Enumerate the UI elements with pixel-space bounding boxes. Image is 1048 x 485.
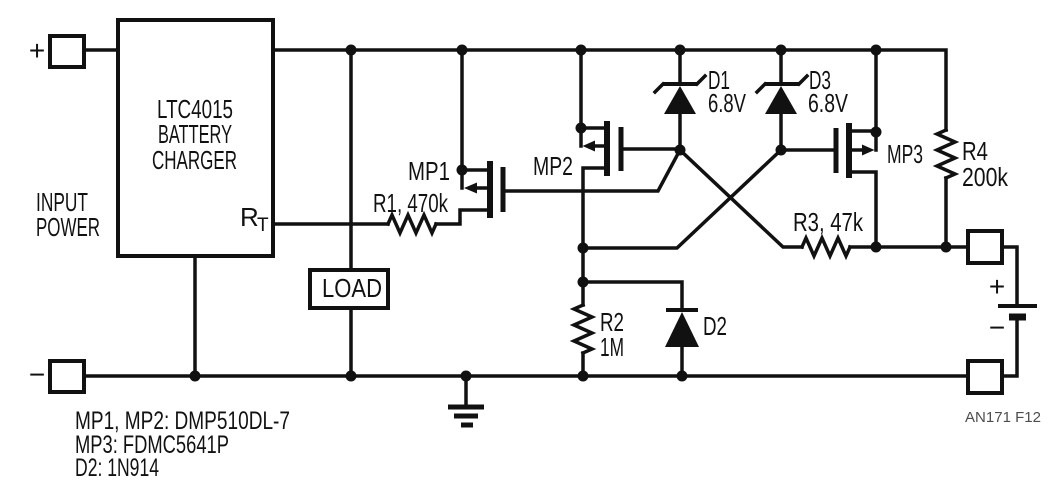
r3-label: R3, 47k	[793, 207, 864, 237]
junction-dot	[870, 241, 882, 253]
resistor-r4-symbol	[932, 127, 960, 181]
junction-dot	[775, 44, 787, 56]
input-minus-sign: −	[29, 359, 45, 390]
junction-dot	[345, 44, 357, 56]
zener-d3-symbol	[754, 73, 810, 114]
junction-dot	[575, 122, 587, 134]
mp2-label: MP2	[533, 151, 573, 181]
d3-name-label: D3	[809, 65, 831, 95]
load-label: LOAD	[322, 273, 382, 303]
input-power-label-line2: POWER	[36, 212, 100, 242]
wire-d1-d3-anodes	[678, 112, 783, 152]
junction-dot	[456, 164, 468, 176]
d1-zener-wings	[652, 73, 708, 95]
d1-value-label: 6.8V	[708, 88, 746, 118]
battery-plus-sign: +	[989, 271, 1005, 302]
r2-value-label: 1M	[600, 332, 624, 362]
wire-d2-branch	[581, 280, 684, 378]
junction-dot	[940, 241, 952, 253]
ltc4015-box	[116, 18, 275, 258]
mp3-body-arrow-icon	[862, 144, 875, 156]
d1-anode-triangle	[664, 86, 696, 114]
battery-terminal-negative	[966, 359, 1004, 395]
load-box	[308, 268, 390, 310]
d3-zener-wings	[754, 73, 810, 95]
d3-value-label: 6.8V	[808, 88, 848, 118]
junction-dot	[189, 370, 201, 382]
rt-pin-subscript: T	[257, 215, 269, 236]
junction-dot	[577, 370, 589, 382]
wire-mp3-leads	[779, 129, 878, 249]
rt-pin-label: R	[240, 202, 259, 232]
input-terminal-positive	[48, 34, 86, 69]
battery-symbol	[998, 304, 1037, 321]
mp1-label: MP1	[408, 156, 450, 186]
wire-bottom-rail	[82, 250, 970, 406]
junction-dots	[189, 44, 952, 382]
junction-dot	[575, 44, 587, 56]
r4-value-label: 200k	[962, 162, 1009, 192]
junction-dot	[460, 370, 472, 382]
junction-dot	[870, 44, 882, 56]
junction-dot	[674, 144, 686, 156]
zener-d1-symbol	[652, 73, 708, 114]
wire-cross-right	[581, 147, 784, 250]
resistor-r3-symbol	[799, 233, 853, 261]
mosfet-mp1-symbol	[464, 161, 506, 218]
resistor-r1-symbol	[385, 210, 439, 238]
wire-rt-to-r1	[271, 208, 490, 226]
chip-label-line1: LTC4015	[157, 94, 233, 124]
mp3-label: MP3	[887, 139, 923, 169]
d2-anode-triangle	[665, 312, 699, 347]
notes-line-2: MP3: FDMC5641P	[75, 431, 229, 459]
chip-label-line2: BATTERY	[158, 119, 232, 149]
junction-dot	[775, 144, 787, 156]
d2-label: D2	[703, 311, 727, 341]
junction-dot	[577, 242, 589, 254]
input-plus-sign: +	[29, 35, 45, 66]
junction-dot	[577, 276, 589, 288]
r2-name-label: R2	[600, 307, 624, 337]
mp2-body-arrow-icon	[582, 140, 595, 152]
wire-battery-loop	[1000, 245, 1019, 378]
resistor-r2-symbol	[569, 302, 597, 356]
mosfet-mp3-symbol	[833, 123, 875, 178]
mp1-body-arrow-icon	[464, 182, 477, 194]
r4-name-label: R4	[962, 136, 988, 166]
notes-line-1: MP1, MP2: DMP510DL-7	[75, 407, 290, 435]
input-power-label-line1: INPUT	[36, 187, 88, 217]
figure-id-label: AN171 F12	[965, 409, 1041, 426]
junction-dot	[456, 44, 468, 56]
r1-label: R1, 470k	[373, 188, 449, 218]
battery-terminal-positive	[966, 229, 1004, 265]
mosfet-mp2-symbol	[582, 121, 624, 176]
ground-icon	[448, 404, 484, 428]
junction-dot	[870, 126, 882, 138]
notes-line-3: D2: 1N914	[75, 454, 159, 482]
wire-top-rail	[82, 48, 948, 249]
wire-mp2-leads	[579, 126, 682, 307]
junction-dot	[345, 370, 357, 382]
input-terminal-negative	[48, 359, 86, 394]
junction-dot	[676, 370, 688, 382]
wire-rail-taps	[349, 48, 878, 378]
battery-minus-sign: −	[989, 312, 1005, 343]
junction-dot	[674, 44, 686, 56]
d3-anode-triangle	[765, 86, 797, 114]
diode-d2-symbol	[665, 308, 699, 347]
chip-label-line3: CHARGER	[152, 145, 237, 175]
d1-name-label: D1	[708, 65, 730, 95]
